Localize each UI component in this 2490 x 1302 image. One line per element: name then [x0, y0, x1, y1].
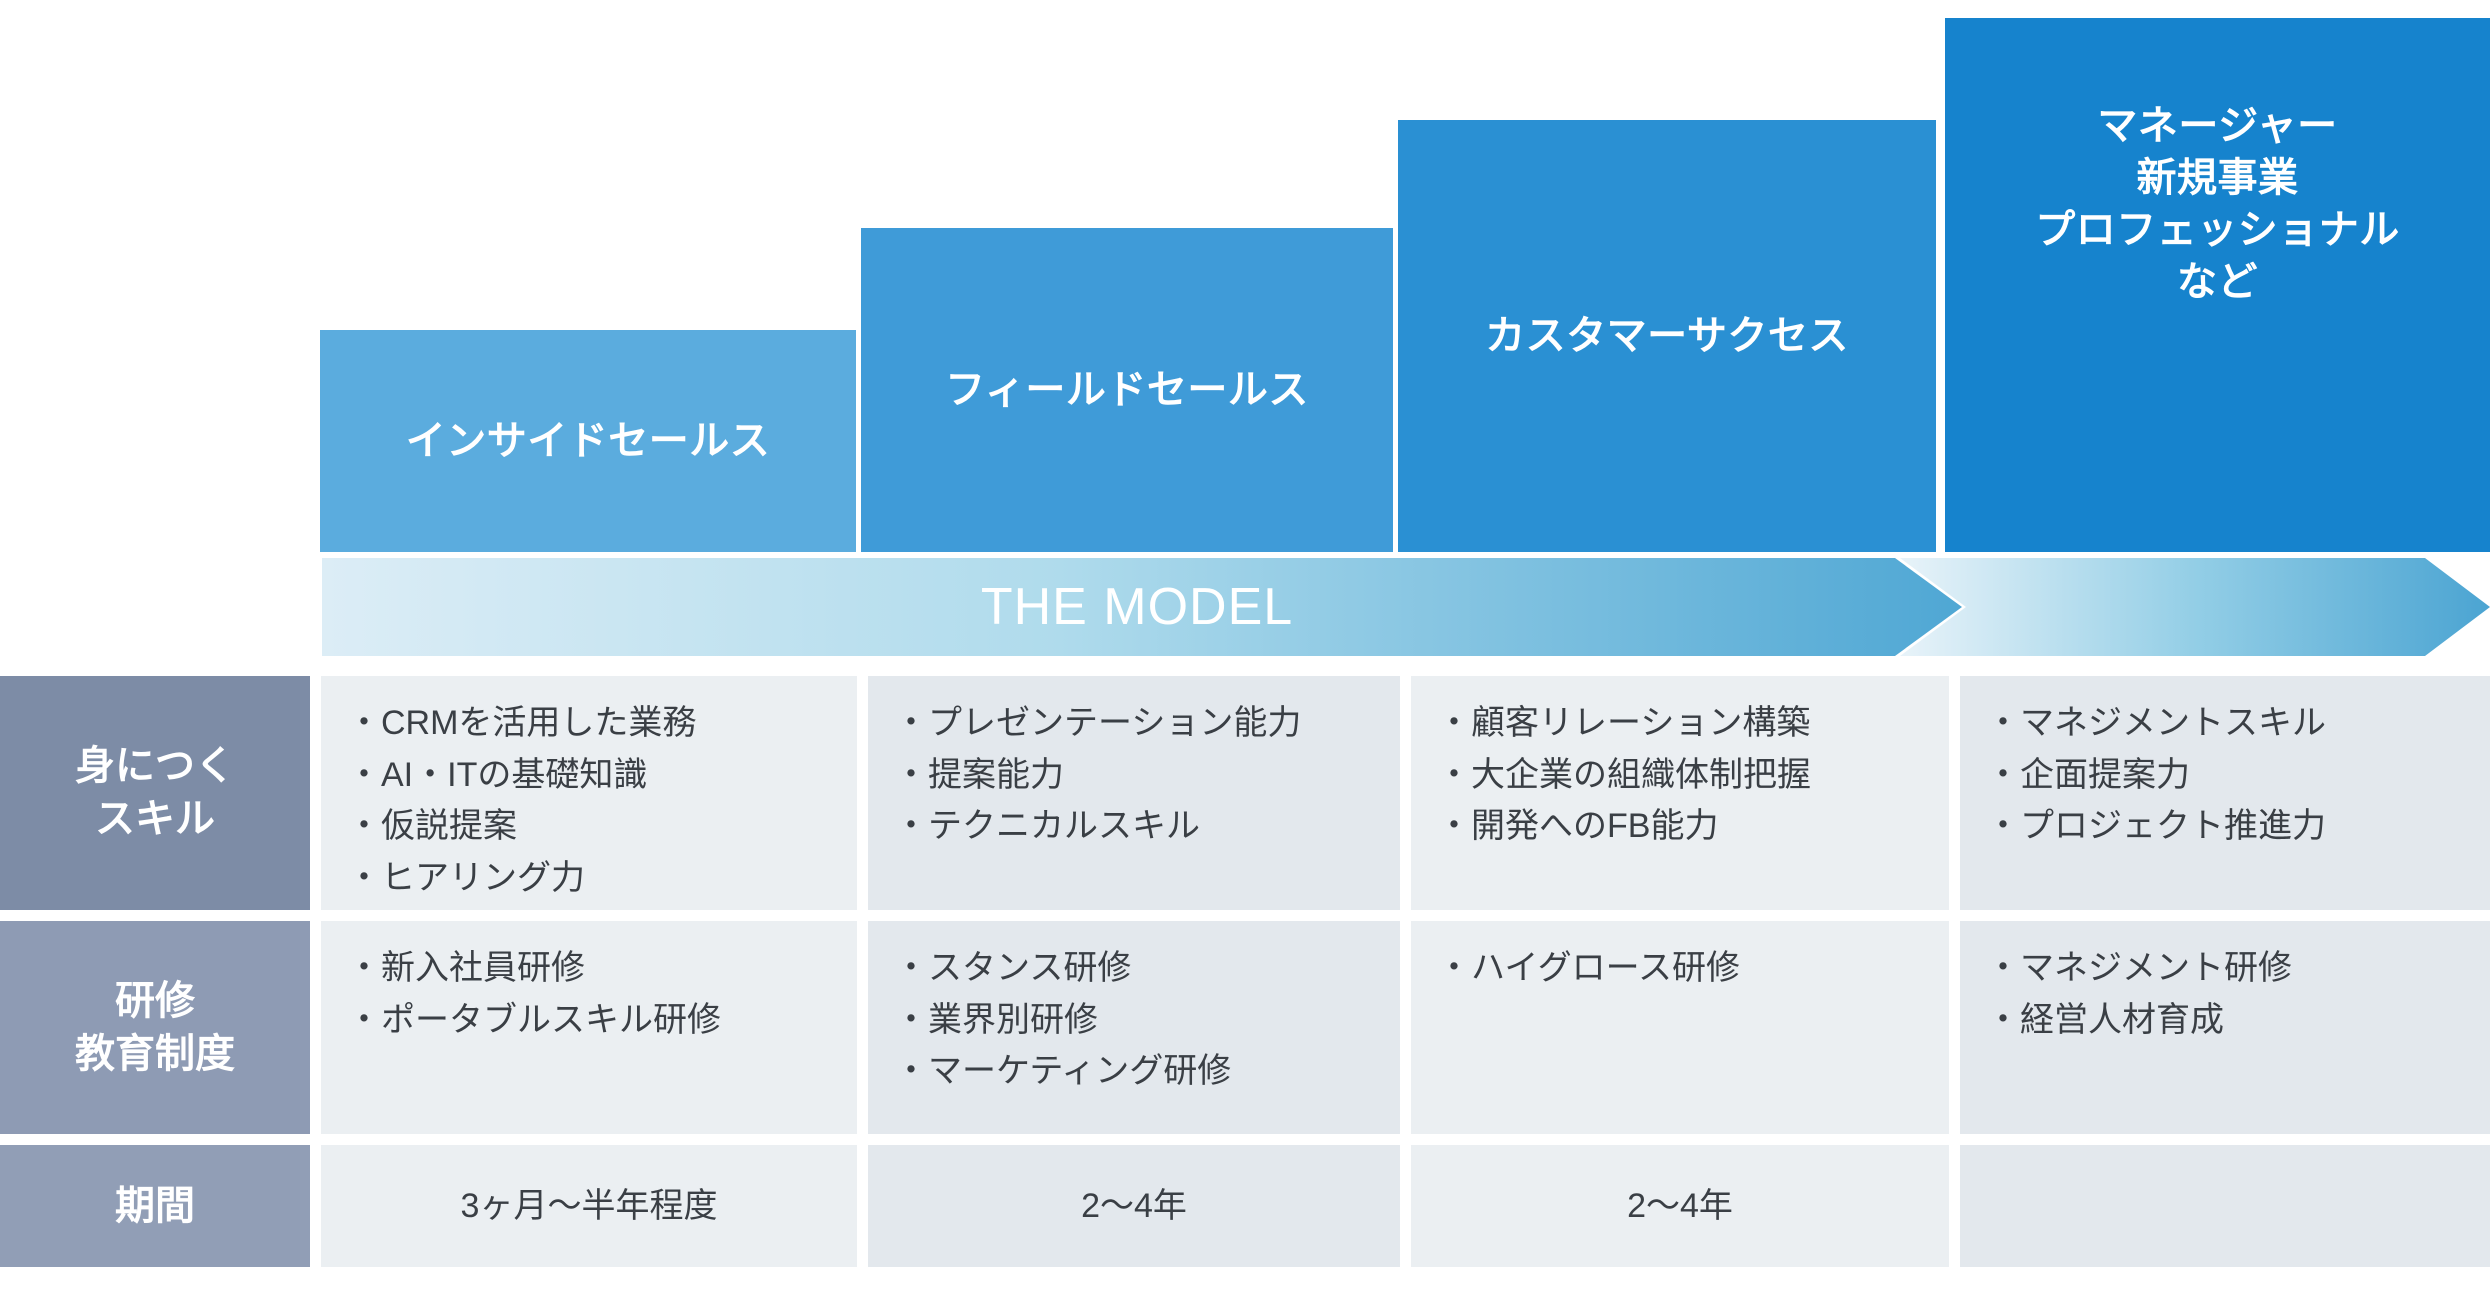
list-item: ・テクニカルスキル — [894, 807, 1200, 846]
table-row: 期間 3ヶ月〜半年程度 2〜4年 2〜4年 — [0, 1145, 2490, 1267]
row-label-skills: 身につくスキル — [0, 676, 310, 910]
comparison-table: 身につくスキル ・CRMを活用した業務 ・AI・ITの基礎知識 ・仮説提案 ・ヒ… — [0, 676, 2490, 1267]
list-item: ・大企業の組織体制把握 — [1437, 755, 1811, 794]
row-label-training: 研修教育制度 — [0, 921, 310, 1134]
the-model-arrow-segment-2 — [1900, 558, 2490, 656]
career-bar-manager: マネージャー新規事業プロフェッショナルなど — [1945, 18, 2490, 552]
cell-training-customer-success: ・ハイグロース研修 — [1411, 921, 1949, 1134]
career-bar-field-sales: フィールドセールス — [861, 228, 1393, 552]
list-item: ・顧客リレーション構築 — [1437, 704, 1811, 742]
list-item: ・業界別研修 — [894, 1000, 1098, 1039]
the-model-arrow-segment-1 — [322, 558, 1962, 656]
list-item: ・新入社員研修 — [347, 949, 585, 987]
row-label-duration: 期間 — [0, 1145, 310, 1267]
table-row: 研修教育制度 ・新入社員研修 ・ポータブルスキル研修 ・スタンス研修 ・業界別研… — [0, 921, 2490, 1134]
the-model-arrow-band — [0, 558, 2490, 656]
cell-skills-customer-success: ・顧客リレーション構築 ・大企業の組織体制把握 ・開発へのFB能力 — [1411, 676, 1949, 910]
list-item: ・提案能力 — [894, 755, 1064, 794]
list-item: ・AI・ITの基礎知識 — [347, 755, 648, 794]
list-item: ・スタンス研修 — [894, 949, 1132, 987]
cell-training-inside-sales: ・新入社員研修 ・ポータブルスキル研修 — [321, 921, 857, 1134]
duration-value: 2〜4年 — [1081, 1186, 1187, 1225]
list-item: ・ハイグロース研修 — [1437, 949, 1740, 987]
list-item: ・マネジメントスキル — [1986, 704, 2326, 742]
list-item: ・経営人材育成 — [1986, 1000, 2224, 1039]
duration-value: 2〜4年 — [1627, 1186, 1733, 1225]
cell-training-manager: ・マネジメント研修 ・経営人材育成 — [1960, 921, 2490, 1134]
list-item: ・仮説提案 — [347, 807, 517, 846]
cell-skills-manager: ・マネジメントスキル ・企面提案力 ・プロジェクト推進力 — [1960, 676, 2490, 910]
cell-duration-field-sales: 2〜4年 — [868, 1145, 1400, 1267]
career-bar-label-customer-success: カスタマーサクセス — [1485, 314, 1849, 358]
list-item: ・CRMを活用した業務 — [347, 704, 697, 742]
list-item: ・プレゼンテーション能力 — [894, 704, 1302, 742]
cell-training-field-sales: ・スタンス研修 ・業界別研修 ・マーケティング研修 — [868, 921, 1400, 1134]
table-row: 身につくスキル ・CRMを活用した業務 ・AI・ITの基礎知識 ・仮説提案 ・ヒ… — [0, 676, 2490, 910]
cell-skills-inside-sales: ・CRMを活用した業務 ・AI・ITの基礎知識 ・仮説提案 ・ヒアリング力 — [321, 676, 857, 910]
cell-duration-customer-success: 2〜4年 — [1411, 1145, 1949, 1267]
career-bar-label-field-sales: フィールドセールス — [945, 368, 1309, 412]
duration-value: 3ヶ月〜半年程度 — [460, 1186, 718, 1225]
career-bar-customer-success: カスタマーサクセス — [1398, 120, 1936, 552]
list-item: ・マネジメント研修 — [1986, 949, 2292, 987]
cell-duration-inside-sales: 3ヶ月〜半年程度 — [321, 1145, 857, 1267]
list-item: ・ヒアリング力 — [347, 859, 585, 898]
career-stage-bars: インサイドセールス フィールドセールス カスタマーサクセス マネージャー新規事業… — [0, 0, 2490, 552]
cell-duration-manager — [1960, 1145, 2490, 1267]
list-item: ・マーケティング研修 — [894, 1052, 1232, 1091]
career-bar-label-manager: マネージャー新規事業プロフェッショナルなど — [2035, 104, 2400, 304]
cell-skills-field-sales: ・プレゼンテーション能力 ・提案能力 ・テクニカルスキル — [868, 676, 1400, 910]
career-bar-inside-sales: インサイドセールス — [320, 330, 856, 552]
list-item: ・企面提案力 — [1986, 755, 2190, 794]
list-item: ・開発へのFB能力 — [1437, 807, 1719, 846]
career-bar-label-inside-sales: インサイドセールス — [405, 419, 771, 463]
list-item: ・ポータブルスキル研修 — [347, 1000, 721, 1039]
list-item: ・プロジェクト推進力 — [1986, 807, 2326, 846]
